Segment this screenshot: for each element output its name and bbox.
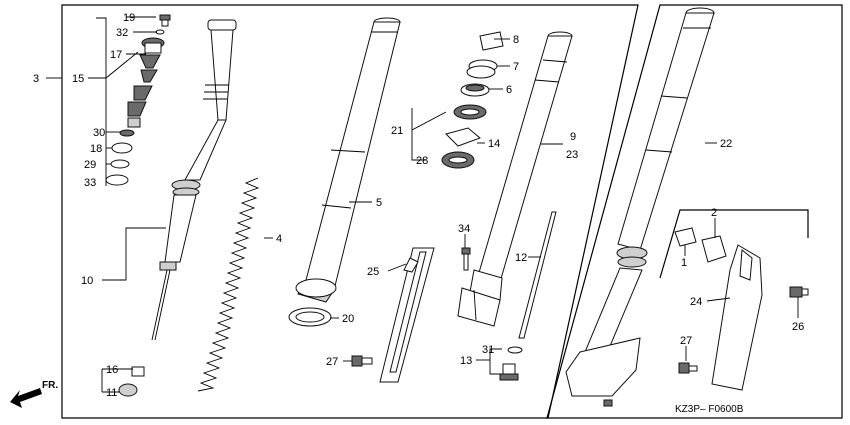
sub-box-frame <box>659 209 809 279</box>
callout-21: 21 <box>391 125 403 137</box>
fork-guard-left <box>379 247 435 383</box>
guard-bolt-26 <box>789 286 809 298</box>
oil-seal-inner <box>295 311 325 323</box>
callout-26: 26 <box>792 321 804 333</box>
callout-10: 10 <box>81 275 93 287</box>
top-cap-stack <box>105 14 171 186</box>
callout-17: 17 <box>110 49 122 61</box>
callout-7: 7 <box>513 61 519 73</box>
adjuster-nut <box>131 366 145 377</box>
callout-24: 24 <box>690 296 702 308</box>
fork-guard-right <box>711 244 763 391</box>
fork-damper-assembly <box>151 19 237 341</box>
callout-25: 25 <box>367 266 379 278</box>
callout-6: 6 <box>506 84 512 96</box>
leader-lines <box>46 16 799 393</box>
callout-2: 2 <box>711 207 717 219</box>
callout-12: 12 <box>515 252 527 264</box>
clamp-brackets <box>674 227 727 263</box>
callout-33: 33 <box>84 177 96 189</box>
callout-28: 28 <box>416 155 428 167</box>
callout-23: 23 <box>566 149 578 161</box>
callout-13: 13 <box>460 355 472 367</box>
fork-spring <box>197 177 260 392</box>
right-panel-frame <box>546 4 843 419</box>
callout-32: 32 <box>116 27 128 39</box>
outer-tube <box>295 17 401 303</box>
callout-18: 18 <box>90 143 102 155</box>
diagram-code: KZ3P– F0600B <box>675 404 744 415</box>
callout-16: 16 <box>106 364 118 376</box>
guard-bolt-left <box>351 355 373 367</box>
callout-31: 31 <box>482 344 494 356</box>
guard-bolt-right <box>678 362 698 374</box>
callout-3: 3 <box>33 73 39 85</box>
callout-20: 20 <box>342 313 354 325</box>
callout-22: 22 <box>720 138 732 150</box>
steering-bearings <box>441 31 504 169</box>
drain-bolt-set <box>499 346 523 381</box>
bottom-washer <box>118 383 138 397</box>
callout-14: 14 <box>488 138 500 150</box>
callout-9: 9 <box>570 131 576 143</box>
callout-27-right: 27 <box>680 335 692 347</box>
axle-bolt <box>461 247 471 271</box>
callout-30: 30 <box>93 127 105 139</box>
callout-34: 34 <box>458 223 470 235</box>
callout-8: 8 <box>513 34 519 46</box>
callout-15: 15 <box>72 73 84 85</box>
direction-label: FR. <box>42 380 58 391</box>
right-fork-assembly <box>565 7 715 407</box>
inner-tube-right <box>457 31 573 327</box>
callout-29: 29 <box>84 159 96 171</box>
damper-rod <box>518 211 557 339</box>
callout-27-left: 27 <box>326 356 338 368</box>
callout-4: 4 <box>276 233 282 245</box>
callout-5: 5 <box>376 197 382 209</box>
callout-1: 1 <box>681 257 687 269</box>
callout-11: 11 <box>106 387 117 399</box>
front-direction-arrow <box>10 388 42 408</box>
callout-19: 19 <box>123 12 135 24</box>
